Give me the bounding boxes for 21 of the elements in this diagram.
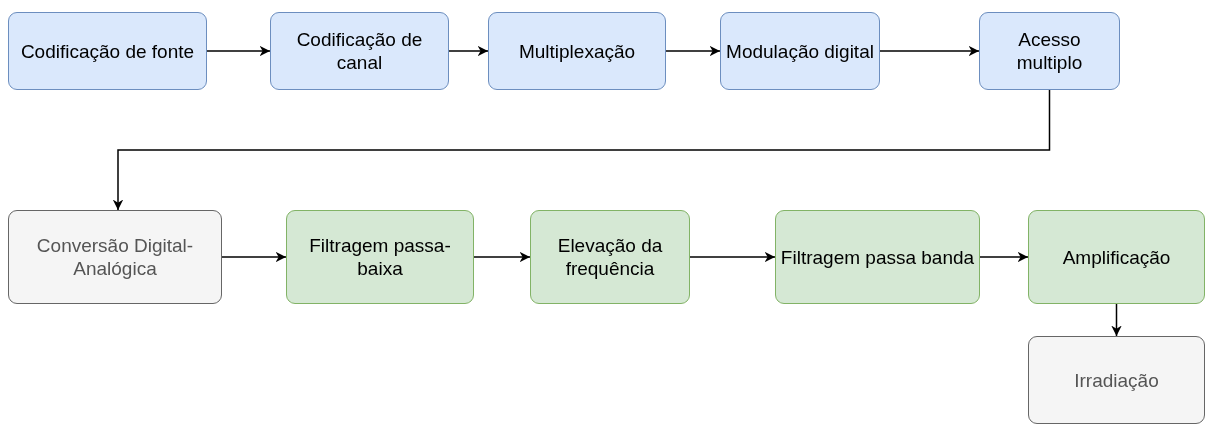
arrow (448, 45, 489, 57)
process-box: Filtragem passa-baixa (286, 210, 474, 304)
arrow (112, 89, 1051, 211)
arrow (979, 251, 1029, 263)
terminal-box: Conversão Digital-Analógica (8, 210, 222, 304)
process-box: Multiplexação (488, 12, 666, 90)
process-box: Acesso multiplo (979, 12, 1120, 90)
process-box: Modulação digital (720, 12, 880, 90)
arrow (689, 251, 776, 263)
arrow (206, 45, 271, 57)
terminal-box: Irradiação (1028, 336, 1205, 424)
arrow (1111, 303, 1122, 337)
arrow (473, 251, 531, 263)
process-box: Elevação da frequência (530, 210, 690, 304)
arrow (665, 45, 721, 57)
process-box: Codificação de fonte (8, 12, 207, 90)
arrow (879, 45, 980, 57)
arrow (221, 251, 287, 263)
process-box: Codificação de canal (270, 12, 449, 90)
process-box: Filtragem passa banda (775, 210, 980, 304)
process-box: Amplificação (1028, 210, 1205, 304)
